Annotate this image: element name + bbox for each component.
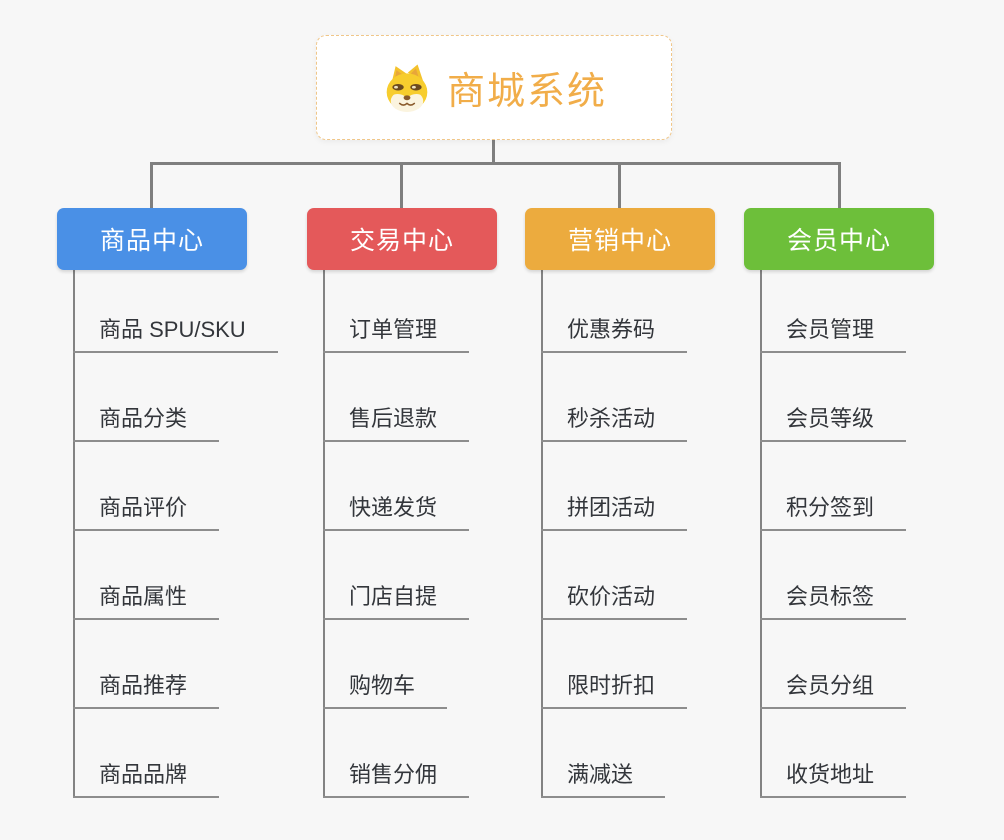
branch-label: 营销中心 xyxy=(567,227,672,255)
leaf-topic[interactable]: 会员标签 xyxy=(760,583,907,620)
leaf-topic[interactable]: 购物车 xyxy=(323,672,448,709)
leaf-topic[interactable]: 收货地址 xyxy=(760,761,907,798)
connector-stem-marketing xyxy=(618,162,621,208)
leaf-topic[interactable]: 快递发货 xyxy=(323,494,470,531)
root-node[interactable]: 商城系统 xyxy=(316,35,672,140)
leaf-topic[interactable]: 优惠券码 xyxy=(541,316,688,353)
connector-stem-member xyxy=(838,162,841,208)
leaf-topic[interactable]: 商品分类 xyxy=(73,405,220,442)
leaf-topic[interactable]: 限时折扣 xyxy=(541,672,688,709)
leaf-topic[interactable]: 商品品牌 xyxy=(73,761,220,798)
leaf-topic[interactable]: 会员管理 xyxy=(760,316,907,353)
dog-face-icon xyxy=(381,62,433,114)
leaf-topic[interactable]: 拼团活动 xyxy=(541,494,688,531)
connector-root-stem xyxy=(492,139,495,165)
branch-label: 商品中心 xyxy=(99,227,204,255)
leaf-topic[interactable]: 会员分组 xyxy=(760,672,907,709)
root-title: 商城系统 xyxy=(446,71,607,113)
connector-stem-trade xyxy=(400,162,403,208)
connector-trunk xyxy=(150,162,841,165)
leaf-topic[interactable]: 商品推荐 xyxy=(73,672,220,709)
connector-column-member xyxy=(760,270,762,798)
connector-column-trade xyxy=(323,270,325,798)
leaf-topic[interactable]: 销售分佣 xyxy=(323,761,470,798)
leaf-topic[interactable]: 售后退款 xyxy=(323,405,470,442)
leaf-topic[interactable]: 订单管理 xyxy=(323,316,470,353)
branch-node-marketing-center[interactable]: 营销中心 xyxy=(525,208,715,270)
leaf-topic[interactable]: 商品 SPU/SKU xyxy=(73,316,278,353)
leaf-topic[interactable]: 满减送 xyxy=(541,761,666,798)
connector-column-marketing xyxy=(541,270,543,798)
leaf-topic[interactable]: 秒杀活动 xyxy=(541,405,688,442)
leaf-topic[interactable]: 积分签到 xyxy=(760,494,907,531)
branch-node-product-center[interactable]: 商品中心 xyxy=(57,208,247,270)
branch-node-trade-center[interactable]: 交易中心 xyxy=(307,208,497,270)
connector-column-product xyxy=(73,270,75,798)
leaf-topic[interactable]: 商品评价 xyxy=(73,494,220,531)
branch-node-member-center[interactable]: 会员中心 xyxy=(744,208,934,270)
leaf-topic[interactable]: 会员等级 xyxy=(760,405,907,442)
branch-label: 会员中心 xyxy=(786,227,891,255)
leaf-topic[interactable]: 门店自提 xyxy=(323,583,470,620)
branch-label: 交易中心 xyxy=(349,227,454,255)
leaf-topic[interactable]: 砍价活动 xyxy=(541,583,688,620)
leaf-topic[interactable]: 商品属性 xyxy=(73,583,220,620)
connector-stem-product xyxy=(150,162,153,208)
